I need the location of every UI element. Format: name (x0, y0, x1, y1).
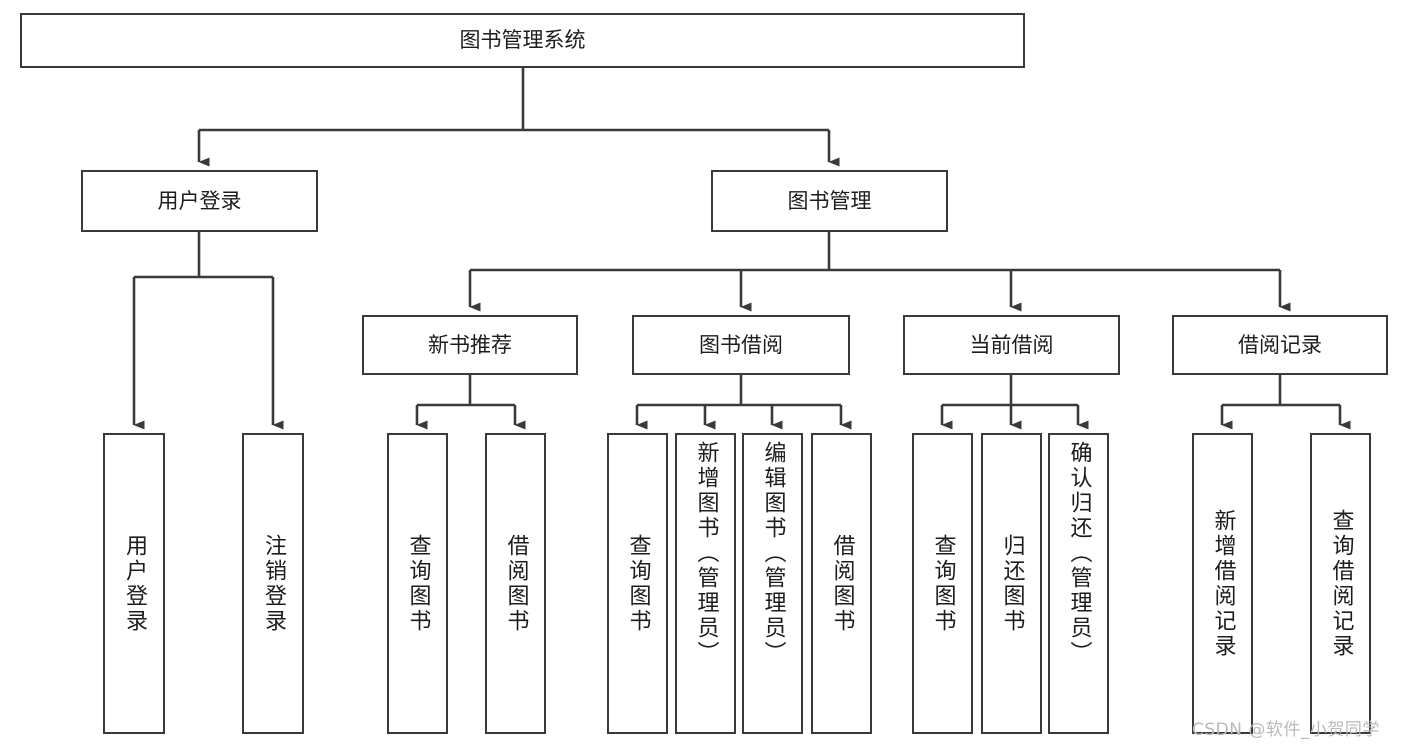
node-current-borrow[interactable]: 当前借阅 (903, 315, 1120, 375)
leaf-return-book-label: 归还图书 (999, 533, 1025, 634)
leaf-edit-book-label: 编辑图书（管理员） (760, 441, 786, 666)
leaf-query-book-b-label: 查询图书 (625, 533, 651, 634)
node-root-label: 图书管理系统 (459, 28, 586, 53)
node-book-manage-label: 图书管理 (787, 188, 872, 213)
leaf-query-book-a[interactable]: 查询图书 (387, 433, 448, 734)
leaf-query-record[interactable]: 查询借阅记录 (1310, 433, 1371, 734)
leaf-borrow-book-a[interactable]: 借阅图书 (485, 433, 546, 734)
node-user-login-label: 用户登录 (157, 188, 242, 213)
leaf-query-record-label: 查询借阅记录 (1328, 508, 1354, 659)
node-root[interactable]: 图书管理系统 (20, 13, 1025, 68)
node-book-borrow-label: 图书借阅 (699, 332, 783, 357)
leaf-logout-label: 注销登录 (261, 533, 286, 634)
leaf-add-book-label: 新增图书（管理员） (693, 441, 719, 666)
leaf-user-login[interactable]: 用户登录 (103, 433, 165, 734)
leaf-add-record[interactable]: 新增借阅记录 (1192, 433, 1253, 734)
leaf-query-book-c-label: 查询图书 (930, 533, 956, 634)
leaf-edit-book[interactable]: 编辑图书（管理员） (742, 433, 803, 734)
leaf-query-book-a-label: 查询图书 (405, 533, 431, 634)
node-borrow-record[interactable]: 借阅记录 (1172, 315, 1388, 375)
node-current-borrow-label: 当前借阅 (969, 332, 1054, 357)
leaf-add-record-label: 新增借阅记录 (1210, 508, 1236, 659)
node-borrow-record-label: 借阅记录 (1238, 332, 1322, 357)
node-new-book-recommend-label: 新书推荐 (428, 332, 512, 357)
watermark-text: CSDN @软件_小贺同学 (1192, 720, 1380, 740)
node-user-login[interactable]: 用户登录 (81, 170, 318, 232)
leaf-user-login-label: 用户登录 (122, 533, 147, 634)
leaf-query-book-b[interactable]: 查询图书 (607, 433, 668, 734)
node-book-manage[interactable]: 图书管理 (711, 170, 948, 232)
leaf-logout[interactable]: 注销登录 (242, 433, 304, 734)
leaf-borrow-book-b-label: 借阅图书 (829, 533, 855, 634)
leaf-borrow-book-a-label: 借阅图书 (503, 533, 529, 634)
node-book-borrow[interactable]: 图书借阅 (632, 315, 850, 375)
node-new-book-recommend[interactable]: 新书推荐 (362, 315, 578, 375)
leaf-return-book[interactable]: 归还图书 (981, 433, 1042, 734)
leaf-query-book-c[interactable]: 查询图书 (912, 433, 973, 734)
leaf-borrow-book-b[interactable]: 借阅图书 (811, 433, 872, 734)
leaf-confirm-return[interactable]: 确认归还（管理员） (1048, 433, 1109, 734)
leaf-add-book[interactable]: 新增图书（管理员） (675, 433, 736, 734)
leaf-confirm-return-label: 确认归还（管理员） (1066, 441, 1092, 666)
